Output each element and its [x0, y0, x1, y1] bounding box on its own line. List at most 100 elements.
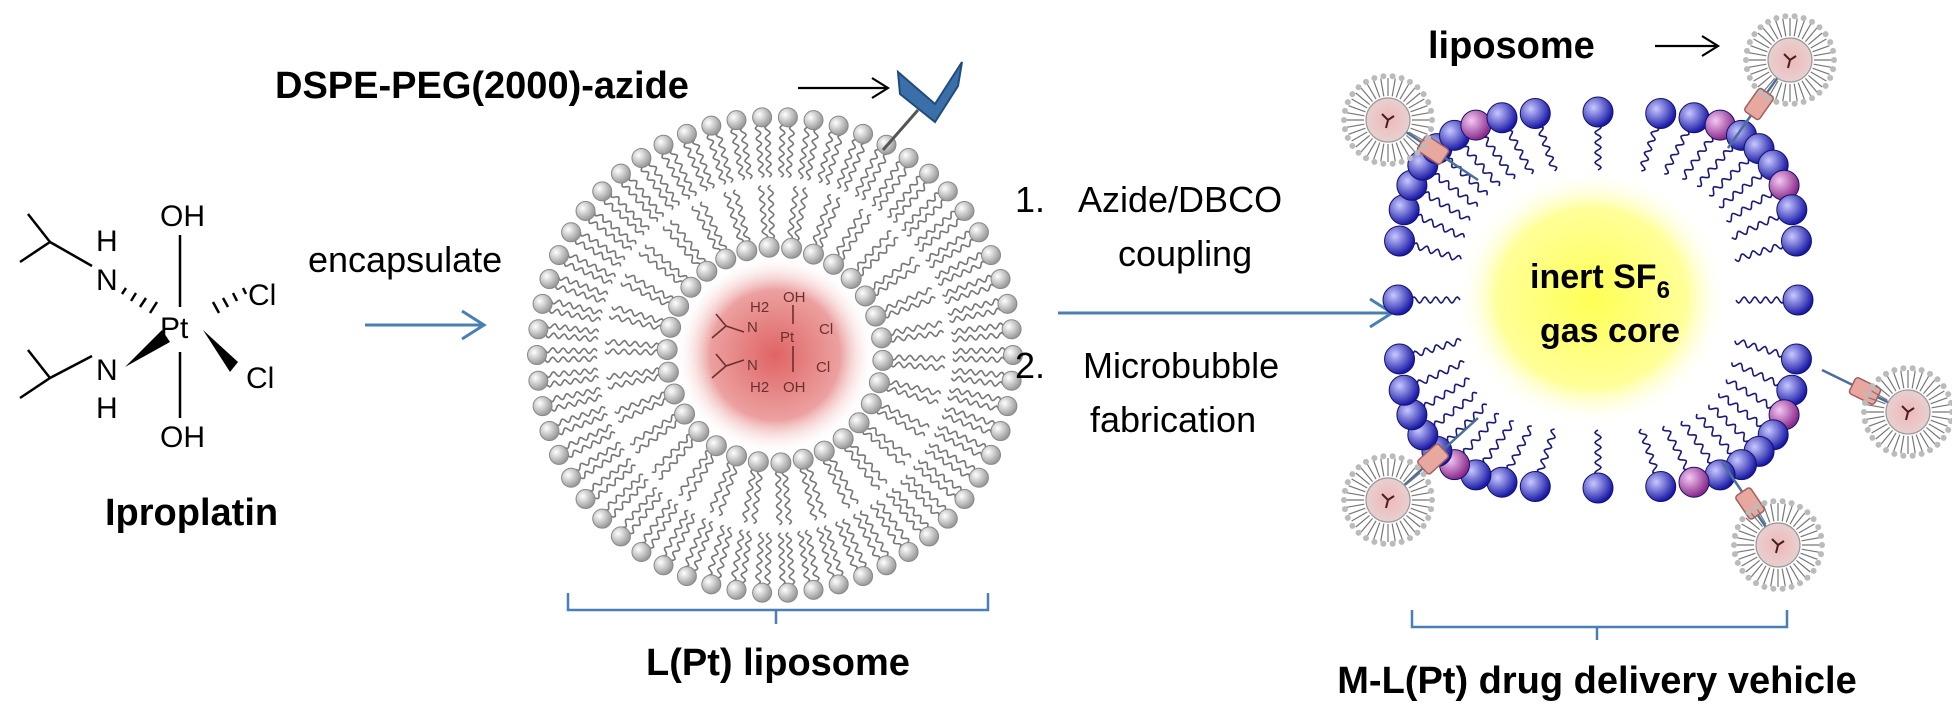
- lipid-head-outer: [990, 420, 1011, 441]
- gas-core: [1457, 170, 1727, 426]
- atom-cl-lower: Cl: [246, 362, 274, 395]
- shell-lipid-head: [1388, 374, 1420, 406]
- shell-lipid-head: [1645, 97, 1677, 129]
- lipid-head-inner: [865, 305, 887, 327]
- core-atom-label: Cl: [816, 359, 830, 376]
- attached-liposome: [1726, 13, 1837, 149]
- vehicle-caption: M-L(Pt) drug delivery vehicle: [1337, 660, 1856, 702]
- step-1-line2: coupling: [1118, 233, 1252, 274]
- iproplatin-structure: [19, 213, 248, 418]
- lipid-head-inner: [840, 267, 862, 289]
- linker-block: [1417, 443, 1449, 475]
- lipid-head-outer: [876, 555, 897, 576]
- lipid-head-outer: [631, 541, 652, 562]
- atom-n-upper: N: [96, 264, 118, 297]
- lipid-head-outer: [592, 508, 613, 529]
- lipid-head-outer: [528, 319, 549, 340]
- lipid-head-outer: [981, 444, 1002, 465]
- atom-cl-upper: Cl: [248, 279, 276, 312]
- main-arrow: [1058, 297, 1395, 329]
- shell-lipid-head: [1519, 97, 1551, 129]
- core-atom-label: Pt: [780, 329, 795, 346]
- azide-arrow: [798, 77, 891, 99]
- atom-h-lower: H: [96, 392, 118, 425]
- core-atom-label: OH: [783, 289, 806, 306]
- atom-oh-top: OH: [160, 200, 205, 233]
- encapsulate-label: encapsulate: [308, 239, 502, 280]
- lipid-head-outer: [1001, 319, 1022, 340]
- step-1-line1: Azide/DBCO: [1078, 179, 1282, 220]
- atom-h-upper: H: [96, 225, 118, 258]
- attached-liposome: [1720, 461, 1825, 592]
- lipid-head-outer: [539, 420, 560, 441]
- encapsulate-arrow: [365, 309, 487, 341]
- lipid-head-outer: [752, 107, 773, 128]
- mini-drug-icon: [1381, 113, 1395, 129]
- lipid-head-outer: [575, 489, 596, 510]
- lipid-head-inner: [657, 361, 679, 383]
- mini-drug-icon: [1381, 493, 1395, 509]
- mini-liposome-heads: [1341, 453, 1435, 547]
- lipid-head-outer: [777, 582, 798, 603]
- shell-lipid-head: [1780, 343, 1812, 375]
- microbubble-drawing: [1341, 13, 1952, 592]
- lipid-head-outer: [726, 110, 747, 131]
- lipid-head-inner: [802, 243, 824, 265]
- step-2-line2: fabrication: [1090, 399, 1256, 440]
- mini-liposome-heads: [1861, 365, 1952, 459]
- lipid-head-inner: [688, 421, 710, 443]
- lipid-head-outer: [701, 574, 722, 595]
- lipid-head-inner: [660, 316, 682, 338]
- core-atom-label: H2: [750, 379, 769, 396]
- lipid-head-outer: [532, 293, 553, 314]
- lipid-head-outer: [997, 396, 1018, 417]
- core-atom-label: N: [747, 319, 758, 336]
- atom-n-lower: N: [96, 354, 118, 387]
- azide-chevron-icon: [881, 61, 963, 151]
- lipid-head-outer: [653, 555, 674, 576]
- lipid-head-outer: [898, 541, 919, 562]
- lipid-head-outer: [548, 444, 569, 465]
- lipid-head-outer: [937, 508, 958, 529]
- shell-lipid-head: [1486, 466, 1518, 498]
- lipid-head-outer: [853, 566, 874, 587]
- step-1-number: 1.: [1015, 179, 1045, 220]
- lipid-head-inner: [747, 451, 769, 473]
- lipid-head-inner: [854, 285, 876, 307]
- lipid-head-inner: [868, 372, 890, 394]
- mini-liposome-ring: [1346, 78, 1430, 162]
- lipid-head-outer: [803, 110, 824, 131]
- lipid-head-outer: [919, 163, 940, 184]
- lipid-head-outer: [1001, 370, 1022, 391]
- lipid-head-outer: [631, 148, 652, 169]
- lipid-head-inner: [860, 393, 882, 415]
- lipid-head-inner: [781, 237, 803, 259]
- lipid-head-inner: [696, 260, 718, 282]
- lipid-head-outer: [561, 222, 582, 243]
- liposome-caption: L(Pt) liposome: [646, 642, 910, 684]
- liposome-label: liposome: [1428, 25, 1595, 67]
- lipid-head-inner: [770, 452, 792, 474]
- linker-block: [1416, 135, 1450, 165]
- lipid-head-outer: [828, 574, 849, 595]
- lipid-head-outer: [954, 489, 975, 510]
- attached-liposome: [1821, 365, 1952, 459]
- wedge-bond-icon: [125, 330, 170, 367]
- shell-lipid-head: [1780, 225, 1812, 257]
- lipid-head-outer: [676, 123, 697, 144]
- core-atom-label: H2: [750, 299, 769, 316]
- lipid-head-outer: [954, 200, 975, 221]
- shell-tails: [1405, 119, 1791, 481]
- shell-lipid-head: [1519, 471, 1551, 503]
- gas-core-line2: gas core: [1540, 312, 1680, 350]
- lipid-head-outer: [1003, 345, 1023, 365]
- lipid-head-inner: [674, 403, 696, 425]
- mini-liposome-heads: [1743, 13, 1837, 107]
- lipid-head-outer: [527, 345, 547, 365]
- shell-lipid-head: [1384, 225, 1416, 257]
- shell-lipid-head: [1582, 472, 1614, 504]
- lipid-head-outer: [610, 526, 631, 547]
